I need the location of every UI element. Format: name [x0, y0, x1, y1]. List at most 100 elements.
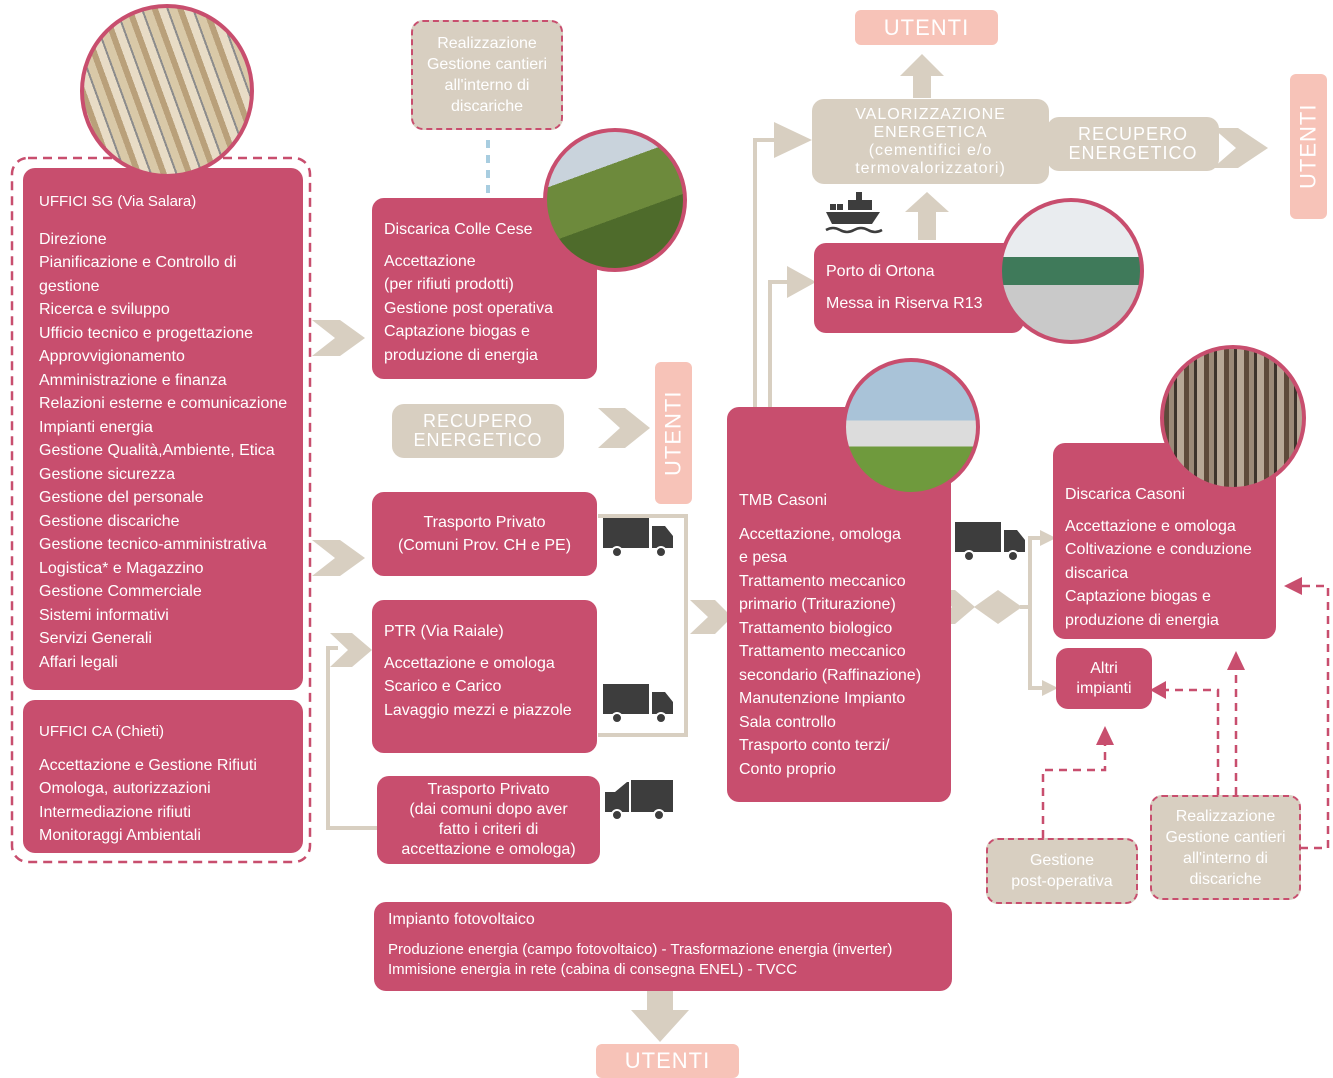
uffici-ca-title: UFFICI CA (Chieti): [39, 723, 165, 740]
construction-photo: [1160, 345, 1306, 491]
valorizzazione-line: (cementifici e/o: [868, 141, 993, 159]
connector-line-4: [768, 280, 795, 408]
uffici-sg-item: Impianti energia: [39, 418, 153, 436]
uffici-sg-item: Ricerca e sviluppo: [39, 301, 170, 318]
altri-impianti-box: Altri impianti: [1056, 648, 1152, 709]
uffici-ca-box: UFFICI CA (Chieti) Accettazione e Gestio…: [23, 700, 303, 853]
realizzazione-top-line: all'interno di: [444, 77, 530, 94]
connector-line-5: [1020, 536, 1048, 609]
trasporto-privato-2-line: accettazione e omologa): [401, 841, 576, 858]
colle-cese-title: Discarica Colle Cese: [384, 221, 533, 238]
realizzazione-top-line: Realizzazione: [437, 35, 537, 52]
chevron-arrow-5: [690, 600, 732, 634]
tmb-item: Trattamento meccanico: [739, 572, 906, 590]
discarica-casoni-title: Discarica Casoni: [1065, 486, 1186, 503]
discarica-casoni-box: Discarica Casoni Accettazione e omologa …: [1053, 443, 1276, 639]
gestione-post-box: Gestione post-operativa: [986, 838, 1138, 904]
trasporto-privato-2-box: Trasporto Privato (dai comuni dopo aver …: [377, 776, 600, 864]
connector-line-2: [326, 646, 378, 830]
chevron-arrow-7: [1213, 128, 1268, 168]
gestione-post-line: Gestione: [1029, 852, 1095, 869]
truck-icon: [955, 522, 1025, 562]
chevron-arrow-4: [598, 408, 650, 448]
uffici-ca-item: Accettazione e Gestione Rifiuti: [39, 756, 257, 774]
tmb-item: Manutenzione Impianto: [739, 690, 906, 707]
connector-line-1: [598, 514, 688, 737]
chevron-arrow-3: [330, 633, 372, 667]
trasporto-privato-1-line: Trasporto Privato: [423, 513, 546, 531]
colle-cese-item: Captazione biogas e: [384, 323, 530, 340]
uffici-sg-item: Gestione Qualità,Ambiente, Etica: [39, 442, 275, 459]
discarica-casoni-item: discarica: [1065, 564, 1129, 582]
discarica-casoni-item: Accettazione e omologa: [1065, 517, 1236, 535]
realizzazione-top-box: Realizzazione Gestione cantieri all'inte…: [411, 20, 563, 130]
dashed-head-1: [1096, 726, 1114, 745]
tmb-title: TMB Casoni: [739, 492, 828, 509]
tmb-item: Trattamento meccanico: [739, 643, 906, 660]
realizzazione-bottom-line: Gestione cantieri: [1165, 828, 1286, 846]
altri-impianti-line: Altri: [1090, 659, 1118, 677]
uffici-sg-title: UFFICI SG (Via Salara): [39, 193, 197, 210]
realizzazione-bottom-line: all'interno di: [1183, 849, 1268, 867]
fotovoltaico-item: Produzione energia (campo fotovoltaico) …: [388, 941, 893, 958]
trasporto-privato-2-line: Trasporto Privato: [427, 781, 550, 798]
uffici-sg-item: Gestione del personale: [39, 489, 204, 506]
ptr-box: PTR (Via Raiale) Accettazione e omologa …: [372, 600, 597, 753]
realizzazione-bottom-line: discariche: [1189, 870, 1262, 888]
valorizzazione-line: termovalorizzatori): [855, 159, 1006, 177]
colle-cese-item: Gestione post operativa: [384, 299, 553, 317]
uffici-sg-item: Relazioni esterne e comunicazione: [39, 395, 288, 412]
recupero-left-line: ENERGETICO: [413, 430, 543, 450]
discarica-casoni-item: Captazione biogas e: [1065, 588, 1211, 605]
utenti-label: UTENTI: [660, 390, 686, 476]
up-arrow-2: [905, 192, 949, 240]
diamond-junction: [974, 590, 1022, 624]
recupero-right-box: RECUPERO ENERGETICO: [1047, 117, 1219, 171]
ptr-title: PTR (Via Raiale): [384, 623, 504, 640]
utenti-vertical-middle: UTENTI: [655, 362, 692, 504]
porto-box: Porto di Ortona Messa in Riserva R13: [814, 243, 1024, 333]
dashed-line-2: [1162, 688, 1220, 795]
up-arrow-1: [900, 54, 944, 98]
utenti-bottom: UTENTI: [596, 1044, 739, 1078]
porto-item: Messa in Riserva R13: [826, 294, 983, 312]
port-photo: [998, 198, 1144, 344]
dashed-head-4: [1284, 577, 1302, 595]
chevron-arrow-2: [312, 540, 365, 576]
chevron-arrow-1: [312, 320, 365, 356]
truck-icon: [605, 780, 673, 821]
realizzazione-bottom-box: Realizzazione Gestione cantieri all'inte…: [1150, 795, 1301, 900]
utenti-top: UTENTI: [855, 10, 998, 45]
connector-line-3: [753, 138, 790, 408]
uffici-sg-item: Gestione sicurezza: [39, 465, 176, 483]
uffici-sg-item: Approvvigionamento: [39, 348, 185, 365]
uffici-sg-item: Direzione: [39, 230, 107, 248]
connector-head-2: [787, 266, 816, 298]
utenti-label: UTENTI: [624, 1048, 711, 1073]
connector-head-3: [1040, 530, 1056, 546]
valorizzazione-box: VALORIZZAZIONE ENERGETICA (cementifici e…: [812, 99, 1049, 184]
ship-icon: [825, 192, 883, 234]
altri-impianti-line: impianti: [1076, 679, 1132, 697]
recupero-right-line: RECUPERO: [1077, 124, 1188, 144]
tmb-item: Trattamento biologico: [739, 619, 893, 637]
dashed-line-4: [1298, 584, 1330, 850]
ptr-item: Scarico e Carico: [384, 678, 502, 695]
tmb-item: Conto proprio: [739, 760, 836, 778]
utenti-vertical-right: UTENTI: [1290, 74, 1327, 219]
valorizzazione-line: ENERGETICA: [873, 123, 988, 141]
tmb-item: Accettazione, omologa: [739, 525, 901, 543]
realizzazione-top-line: Gestione cantieri: [426, 56, 548, 73]
trasporto-privato-2-line: (dai comuni dopo aver: [409, 801, 568, 818]
uffici-sg-item: Gestione Commerciale: [39, 583, 202, 600]
uffici-sg-item: Amministrazione e finanza: [39, 371, 227, 389]
ptr-item: Lavaggio mezzi e piazzole: [384, 701, 572, 719]
uffici-sg-item: gestione: [39, 277, 100, 295]
porto-title: Porto di Ortona: [826, 263, 935, 280]
discarica-casoni-item: Coltivazione e conduzione: [1065, 541, 1252, 558]
tmb-item: Trasporto conto terzi/: [739, 737, 890, 754]
realizzazione-bottom-line: Realizzazione: [1175, 807, 1276, 825]
recupero-left-box: RECUPERO ENERGETICO: [392, 404, 564, 458]
uffici-sg-box: UFFICI SG (Via Salara) Direzione Pianifi…: [23, 168, 303, 690]
utenti-label: UTENTI: [1295, 103, 1321, 190]
